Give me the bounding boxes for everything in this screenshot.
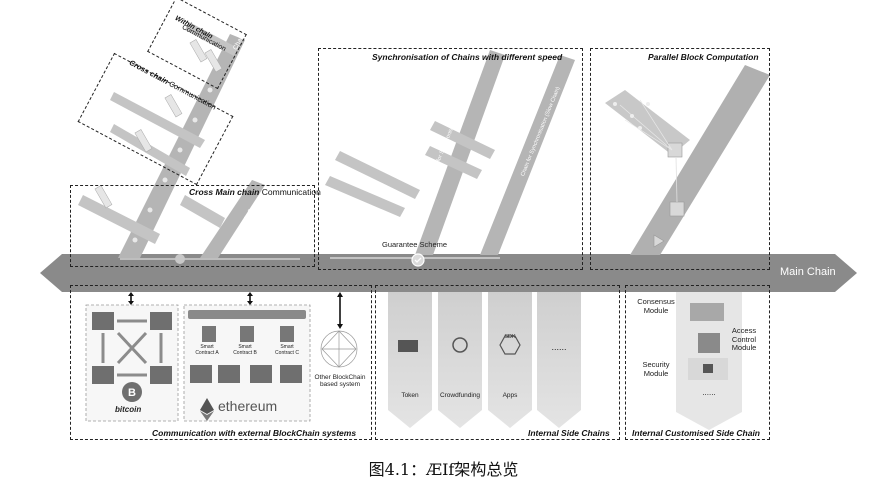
sync-branch-4 xyxy=(425,146,482,179)
other-blockchain-icon xyxy=(320,330,358,368)
apps-sdk-icon xyxy=(499,335,521,355)
slow-chain xyxy=(480,55,575,255)
sync-branch-2 xyxy=(325,176,405,217)
apps-label: Apps xyxy=(502,392,518,399)
figure-caption: 图4.1：ÆIf架构总览 xyxy=(368,460,519,479)
crowdfunding-icon xyxy=(452,337,468,353)
sync-branch-1 xyxy=(335,151,420,199)
main-chain-band xyxy=(40,254,857,292)
parallel-block xyxy=(667,142,683,158)
parallel-title: Parallel Block Computation xyxy=(648,52,759,62)
access-control-module-label: Access Control Module xyxy=(731,326,757,353)
main-chain-label: Main Chain xyxy=(780,266,836,278)
sdk-badge: SDK xyxy=(504,334,516,340)
customised-side-chain-box xyxy=(625,285,770,440)
within-chain-branch xyxy=(185,22,238,56)
cross-chain-trunk xyxy=(118,34,245,258)
sync-box xyxy=(318,48,583,270)
token-icon xyxy=(398,340,418,352)
parallel-box xyxy=(590,48,770,270)
parallel-chain xyxy=(630,65,770,255)
sync-title: Synchronisation of Chains with different… xyxy=(372,52,563,62)
handshake-icon xyxy=(690,303,724,321)
cross-main-chain-box xyxy=(70,185,315,267)
cross-chain-branch-1 xyxy=(78,195,160,244)
chain-node xyxy=(175,254,185,264)
guarantee-scheme-label: Guarantee Scheme xyxy=(382,240,448,249)
access-control-icon xyxy=(698,333,720,353)
token-label: Token xyxy=(401,392,419,399)
parallel-tx-graph xyxy=(605,90,690,155)
crowdfunding-label: Crowdfunding xyxy=(439,392,481,399)
bitcoin-label: bitcoin xyxy=(115,405,142,414)
cross-main-chain-title: Cross Main chain Communication xyxy=(189,187,321,197)
chain2-branch xyxy=(200,180,265,258)
cross-chain-branch-2 xyxy=(180,195,225,228)
external-title: Communication with external BlockChain s… xyxy=(152,428,357,438)
smart-contract-a-label: Smart Contract A xyxy=(195,344,219,356)
bitcoin-nodes xyxy=(92,312,172,384)
guarantee-scheme-icon xyxy=(411,253,425,267)
smart-contract-icons xyxy=(202,326,294,342)
fast-chain xyxy=(415,50,505,255)
ethereum-nodes xyxy=(190,365,302,383)
cross-chain-branch-3 xyxy=(110,92,205,148)
sync-branch-3 xyxy=(430,121,495,159)
security-module-label: Security Module xyxy=(642,360,670,378)
more-side-chains-dots: ...... xyxy=(551,342,567,352)
smart-contract-b-label: Smart Contract B xyxy=(233,344,257,356)
svg-text:B: B xyxy=(128,387,136,399)
consensus-module-label: Consensus Module xyxy=(637,297,675,315)
ethereum-label: ethereum xyxy=(218,398,278,414)
external-box xyxy=(70,285,372,440)
customised-title: Internal Customised Side Chain xyxy=(632,428,760,438)
cross-chain-branch-4 xyxy=(110,124,190,176)
side-chain-arrows xyxy=(388,292,581,428)
smart-contract-c-label: Smart Contract C xyxy=(275,344,299,356)
ethereum-chain-dots xyxy=(188,310,306,319)
bitcoin-logo-icon xyxy=(122,382,142,402)
module-dots: ...... xyxy=(702,388,716,397)
other-blockchain-label: Other BlockChain based system xyxy=(314,374,366,389)
internal-side-chains-box xyxy=(375,285,620,440)
ethereum-logo-icon xyxy=(200,398,214,414)
internal-side-title: Internal Side Chains xyxy=(528,428,610,438)
